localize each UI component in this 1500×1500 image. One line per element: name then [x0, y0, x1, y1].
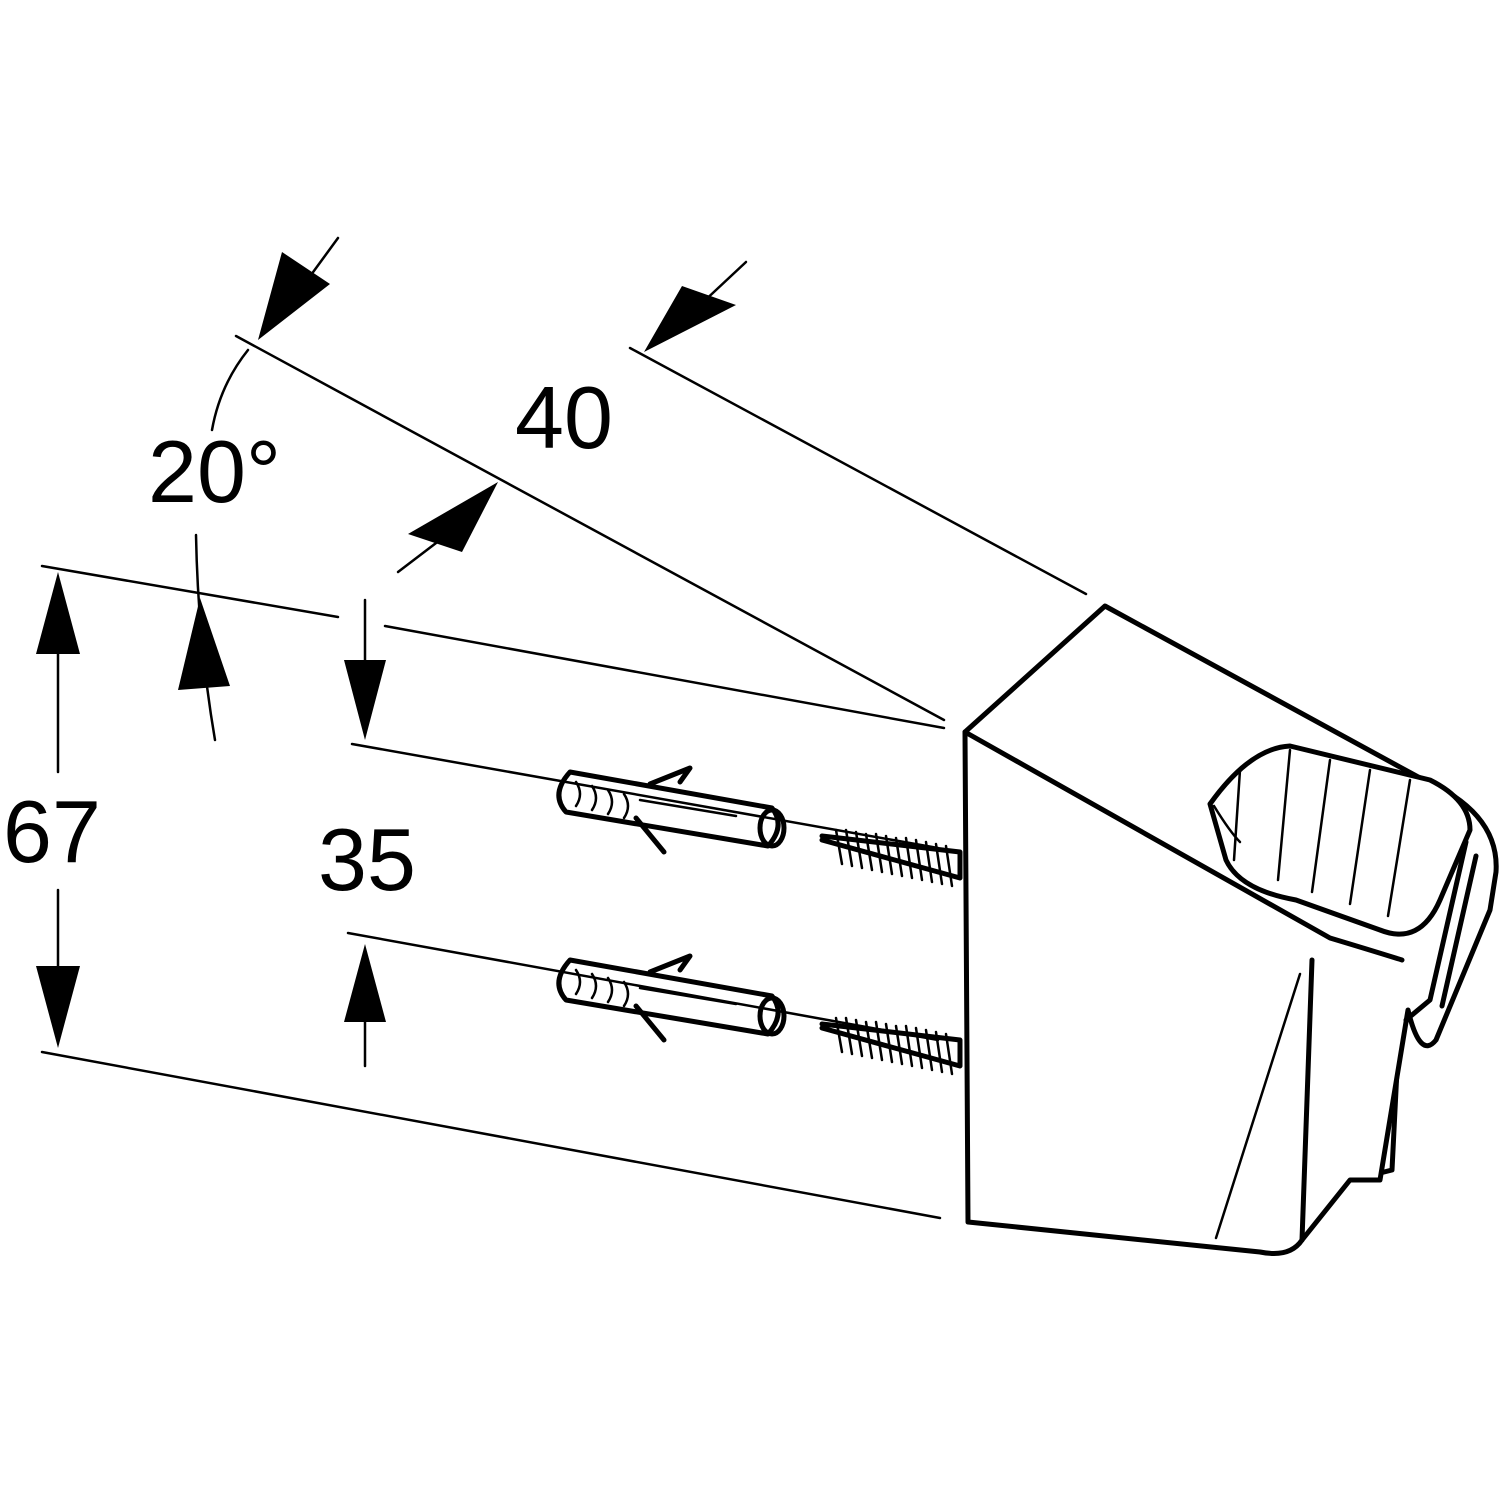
angle-extension-upper	[234, 334, 946, 722]
height-label: 67	[3, 782, 101, 881]
holder-cradle	[1207, 743, 1473, 937]
hole-spacing-dimension: 35	[318, 598, 416, 1068]
height-extension-top	[40, 564, 340, 619]
screw-thread	[834, 828, 954, 888]
depth-arrowhead-front	[408, 482, 498, 552]
depth-label: 40	[515, 368, 613, 467]
screw-lower	[819, 1016, 963, 1076]
holder-top-edge	[962, 729, 1405, 963]
holder-clip-edge	[1403, 839, 1479, 1023]
holder-front-shade	[1214, 972, 1302, 1240]
screw-thread	[834, 1016, 954, 1076]
hole-spacing-label: 35	[318, 810, 416, 909]
plug-slot	[638, 798, 738, 818]
hole-extension-upper	[350, 742, 940, 850]
depth-arrowhead-back	[644, 286, 736, 352]
plug-end	[757, 995, 787, 1037]
holder-body	[962, 603, 1499, 1256]
depth-leader-front	[396, 538, 442, 574]
angle-dimension: 20°	[148, 236, 340, 742]
wall-plug-upper	[556, 765, 787, 855]
holder-front-edge	[1299, 957, 1315, 1243]
plug-slot	[638, 986, 738, 1006]
plug-ribs	[574, 968, 630, 1008]
screw-upper	[819, 828, 963, 888]
angle-arc-upper	[210, 348, 250, 432]
cradle-inner-lip	[1212, 804, 1242, 844]
angle-arrowhead-upper	[258, 252, 330, 340]
depth-dimension: 40	[396, 260, 748, 574]
angle-label: 20°	[148, 422, 281, 521]
height-dimension: 67	[3, 572, 101, 1048]
hole-arrowhead-top	[344, 660, 386, 740]
height-extension-top-2	[383, 624, 946, 730]
plug-fin-top	[647, 953, 693, 975]
height-extension-bottom	[40, 1050, 942, 1220]
angle-arrowhead-lower	[178, 598, 230, 690]
plug-ribs	[574, 780, 630, 820]
plug-fin-top	[647, 765, 693, 787]
wall-plug-lower	[556, 953, 787, 1043]
plug-end	[757, 807, 787, 849]
hole-arrowhead-bottom	[344, 944, 386, 1022]
depth-extension-back	[628, 346, 1088, 596]
cradle-ribs	[1232, 748, 1412, 918]
hole-extension-lower	[346, 931, 940, 1042]
height-arrowhead-bottom	[36, 966, 80, 1048]
plug-fin-bottom	[633, 1003, 667, 1043]
plug-fin-bottom	[633, 815, 667, 855]
extension-lines	[40, 334, 1088, 1220]
height-arrowhead-top	[36, 572, 80, 654]
